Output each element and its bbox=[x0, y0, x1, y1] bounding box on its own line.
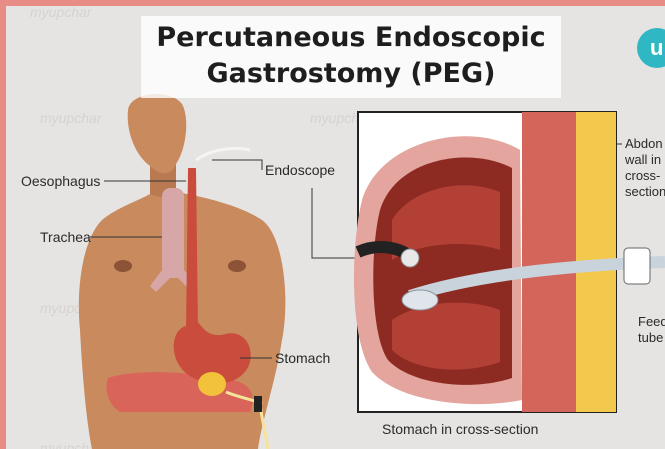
human-torso-illustration bbox=[79, 94, 286, 449]
endoscope-light bbox=[401, 249, 419, 267]
endoscope-cable bbox=[196, 148, 250, 160]
cross-section-panel bbox=[354, 112, 665, 412]
nipple-right bbox=[228, 260, 246, 272]
internal-bumper bbox=[402, 290, 438, 310]
tube-clamp bbox=[254, 396, 262, 412]
label-stomach: Stomach bbox=[275, 350, 330, 366]
label-oesophagus: Oesophagus bbox=[21, 173, 100, 189]
page-title: Percutaneous Endoscopic Gastrostomy (PEG… bbox=[141, 20, 561, 92]
oesophagus-tube bbox=[186, 168, 198, 332]
label-feeding-tube-line-1: Feed bbox=[638, 314, 665, 329]
label-feeding-tube: Feed tube bbox=[638, 314, 665, 346]
label-feeding-tube-line-2: tube bbox=[638, 330, 663, 345]
label-abdominal-wall-line-1: Abdon bbox=[625, 136, 663, 151]
label-abdominal-wall-line-2: wall in bbox=[625, 152, 661, 167]
label-abdominal-wall: Abdon wall in cross- section bbox=[625, 136, 665, 200]
stomach-folds-lower bbox=[392, 303, 500, 370]
label-abdominal-wall-line-3: cross- bbox=[625, 168, 660, 183]
peg-site-glow bbox=[198, 372, 226, 396]
nipple-left bbox=[114, 260, 132, 272]
trachea-tube bbox=[162, 188, 184, 278]
title-line-2: Gastrostomy (PEG) bbox=[207, 58, 496, 89]
title-line-1: Percutaneous Endoscopic bbox=[156, 22, 545, 53]
label-trachea: Trachea bbox=[40, 229, 91, 245]
label-endoscope: Endoscope bbox=[265, 162, 335, 178]
external-bolster bbox=[624, 248, 650, 284]
leader-endoscope-detail bbox=[312, 188, 360, 258]
label-abdominal-wall-line-4: section bbox=[625, 184, 665, 199]
leader-endoscope bbox=[212, 160, 262, 170]
label-stomach-cross-section: Stomach in cross-section bbox=[382, 421, 538, 437]
